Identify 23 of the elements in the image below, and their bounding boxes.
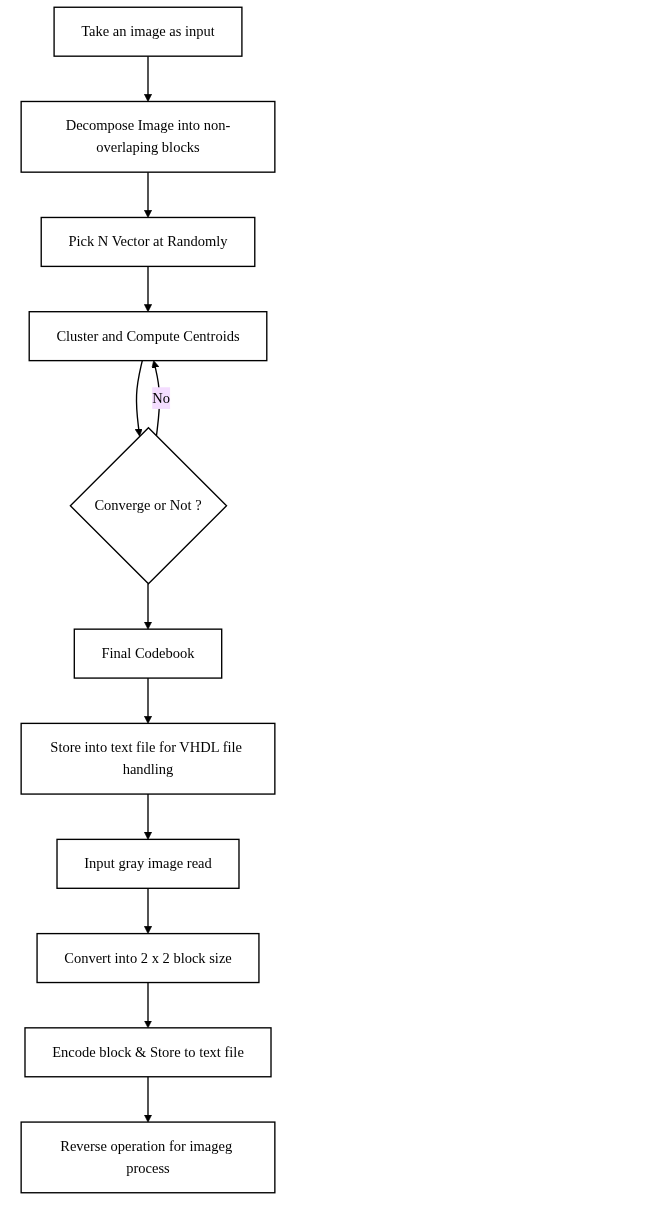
node-box: Reverse operation for imageg process xyxy=(20,1121,276,1194)
node-box: Cluster and Compute Centroids xyxy=(28,311,268,362)
edge-label: No xyxy=(152,389,170,406)
arrow xyxy=(144,583,152,630)
node-box: Final Codebook xyxy=(73,628,223,679)
arrow xyxy=(144,1076,152,1123)
node-box: Pick N Vector at Randomly xyxy=(40,216,256,268)
arrow xyxy=(151,360,161,437)
node-box: Encode block & Store to text file xyxy=(24,1027,272,1078)
arrow xyxy=(144,55,152,102)
arrow xyxy=(144,887,152,934)
arrow xyxy=(134,359,143,437)
arrow xyxy=(144,793,152,840)
node-box: Take an image as input xyxy=(53,6,243,57)
arrow xyxy=(144,677,152,724)
node-box: Convert into 2 x 2 block size xyxy=(36,932,260,984)
node-box: Store into text file for VHDL file handling xyxy=(20,722,276,795)
node-box: Decompose Image into non-overlaping blocks xyxy=(20,100,276,173)
node-diamond: Converge or Not ? xyxy=(69,426,228,585)
arrow xyxy=(144,171,152,218)
arrow xyxy=(144,981,152,1029)
arrow xyxy=(144,265,152,313)
node-box: Input gray image read xyxy=(56,838,240,889)
